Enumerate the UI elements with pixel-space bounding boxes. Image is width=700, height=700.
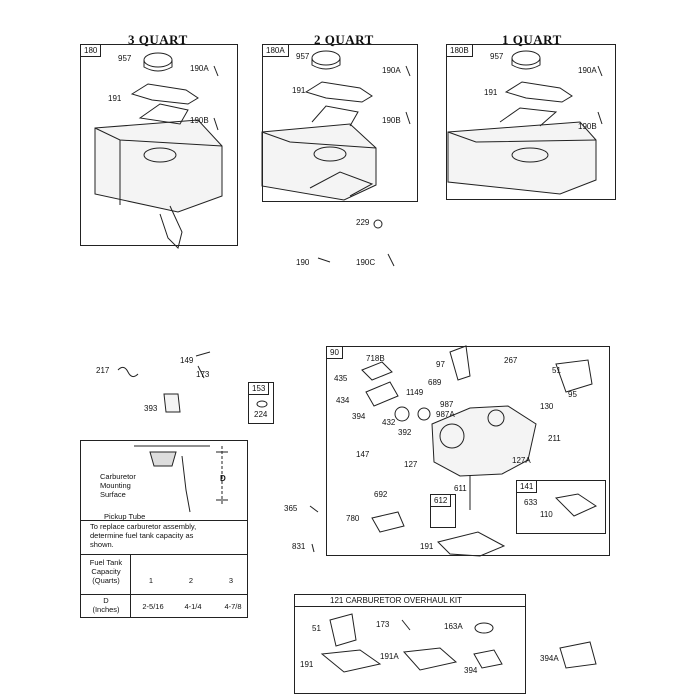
box-90: 90 <box>326 346 610 556</box>
part-957: 957 <box>490 52 504 61</box>
part-190A: 190A <box>382 66 401 75</box>
overhaul-kit-parts <box>320 613 597 673</box>
part-611: 611 <box>454 484 467 493</box>
d-row-label: D (Inches) <box>92 596 120 614</box>
part-173: 173 <box>376 620 390 629</box>
divider <box>80 554 248 555</box>
part-191A: 191A <box>380 652 399 661</box>
part-163A: 163A <box>444 622 463 631</box>
part-127A: 127A <box>512 456 531 465</box>
part-224: 224 <box>254 410 268 419</box>
part-394: 394 <box>352 412 366 421</box>
d-dimension-label: D <box>220 474 226 483</box>
box-153: 153 <box>248 382 274 424</box>
d-value-3: 4-7/8 <box>224 602 242 611</box>
fuel-tank-3-quart <box>94 103 223 249</box>
part-190C: 190C <box>356 258 376 267</box>
box-180A: 180A <box>262 44 418 202</box>
part-95: 95 <box>568 390 577 399</box>
part-190B: 190B <box>190 116 209 125</box>
part-190A: 190A <box>190 64 209 73</box>
part-147: 147 <box>356 450 370 459</box>
divider <box>294 606 526 607</box>
part-217: 217 <box>96 366 110 375</box>
d-value-2: 4-1/4 <box>184 602 202 611</box>
part-831: 831 <box>292 542 306 551</box>
box-180: 180 <box>80 44 238 246</box>
part-957: 957 <box>296 52 310 61</box>
part-130: 130 <box>540 402 554 411</box>
capacity-col-2: 2 <box>188 576 194 585</box>
capacity-col-3: 3 <box>228 576 234 585</box>
header-1-quart: 1 QUART <box>502 32 562 47</box>
box-612: 612 <box>430 494 456 528</box>
part-173: 173 <box>196 370 210 379</box>
capacity-col-1: 1 <box>148 576 154 585</box>
part-689: 689 <box>428 378 442 387</box>
part-191: 191 <box>420 542 434 551</box>
tag-612: 612 <box>431 495 452 507</box>
part-51: 51 <box>552 366 561 375</box>
header-2-quart: 2 QUART <box>314 32 374 47</box>
box-180B: 180B <box>446 44 616 200</box>
divider <box>80 594 248 595</box>
part-394A: 394A <box>540 654 559 663</box>
part-365: 365 <box>284 504 298 513</box>
carb-mounting-label: Carburetor Mounting Surface <box>100 472 136 499</box>
fuel-tank-1-quart <box>447 107 597 195</box>
box-141: 141 <box>516 480 606 534</box>
part-211: 211 <box>548 434 561 443</box>
part-633: 633 <box>524 498 538 507</box>
part-190A: 190A <box>578 66 597 75</box>
part-957: 957 <box>118 54 132 63</box>
part-394: 394 <box>464 666 478 675</box>
tag-141: 141 <box>517 481 538 493</box>
part-191: 191 <box>108 94 122 103</box>
part-432: 432 <box>382 418 396 427</box>
tag-180: 180 <box>81 45 102 57</box>
part-229: 229 <box>356 218 370 227</box>
part-435: 435 <box>334 374 348 383</box>
part-267: 267 <box>504 356 518 365</box>
fuel-cap-957 <box>143 52 173 72</box>
tag-180A: 180A <box>263 45 289 57</box>
part-190: 190 <box>296 258 310 267</box>
divider <box>80 520 248 521</box>
part-190B: 190B <box>382 116 401 125</box>
part-191: 191 <box>292 86 306 95</box>
part-149: 149 <box>180 356 194 365</box>
part-780: 780 <box>346 514 360 523</box>
divider <box>130 554 131 618</box>
part-97: 97 <box>436 360 445 369</box>
part-987: 987 <box>440 400 454 409</box>
pickup-tube-label: Pickup Tube <box>104 512 146 521</box>
part-692: 692 <box>374 490 388 499</box>
tag-180B: 180B <box>447 45 473 57</box>
part-51: 51 <box>312 624 321 633</box>
part-392: 392 <box>398 428 412 437</box>
tag-90: 90 <box>327 347 343 359</box>
part-718B: 718B <box>366 354 385 363</box>
header-3-quart: 3 QUART <box>128 32 188 47</box>
d-value-1: 2-5/16 <box>142 602 164 611</box>
overhaul-kit-title: 121 CARBURETOR OVERHAUL KIT <box>330 596 463 605</box>
tag-153: 153 <box>249 383 270 395</box>
box-overhaul-kit <box>294 594 526 694</box>
pickup-reference-box <box>80 440 248 618</box>
part-1149: 1149 <box>406 388 424 397</box>
capacity-row-label: Fuel Tank Capacity (Quarts) <box>89 558 123 585</box>
pickup-tube-sketch <box>134 445 228 513</box>
part-434: 434 <box>336 396 350 405</box>
part-987A: 987A <box>436 410 455 419</box>
part-191: 191 <box>484 88 498 97</box>
part-110: 110 <box>540 510 553 519</box>
part-190B: 190B <box>578 122 597 131</box>
part-191: 191 <box>300 660 314 669</box>
part-393: 393 <box>144 404 158 413</box>
replace-note: To replace carburetor assembly, determin… <box>90 522 197 549</box>
part-127: 127 <box>404 460 418 469</box>
carburetor-assembly <box>361 345 598 557</box>
